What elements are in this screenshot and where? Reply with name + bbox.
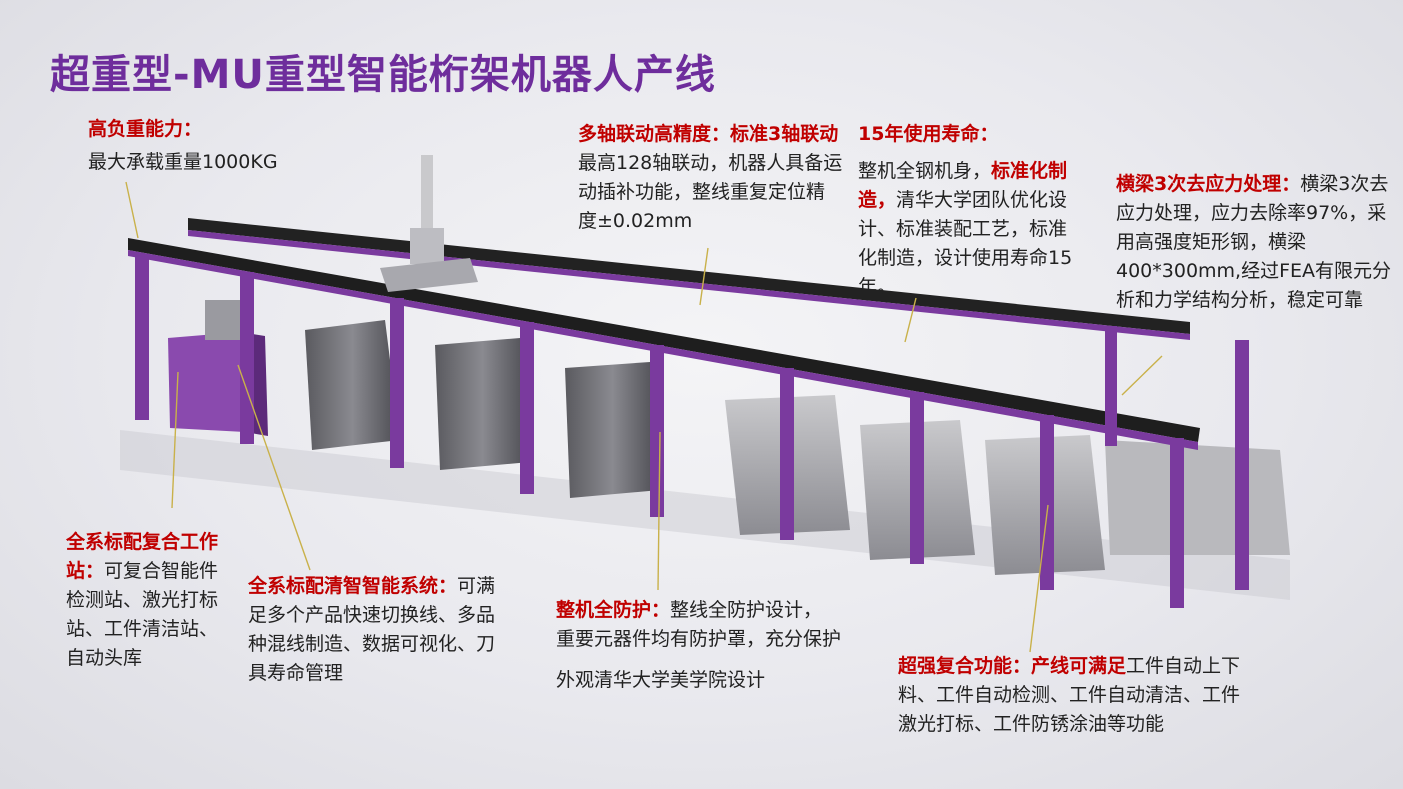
annotation-lifespan: 15年使用寿命： 整机全钢机身，标准化制造，清华大学团队优化设计、标准装配工艺，…: [858, 120, 1073, 302]
annotation-title: 15年使用寿命：: [858, 123, 999, 145]
annotation-heading: 全系标配清智智能系统：: [248, 575, 458, 597]
annotation-system: 全系标配清智智能系统：可满足多个产品快速切换线、多品种混线制造、数据可视化、刀具…: [248, 572, 503, 688]
annotation-beam: 横梁3次去应力处理：横梁3次去应力处理，应力去除率97%，采用高强度矩形钢，横梁…: [1116, 170, 1396, 315]
annotation-heading: 超强复合功能：产线可满足: [898, 655, 1127, 677]
annotation-composite: 超强复合功能：产线可满足工件自动上下料、工件自动检测、工件自动清洁、工件激光打标…: [898, 652, 1243, 739]
annotation-text: 整线全防护设计，重要元器件均有防护罩，充分保护: [556, 599, 842, 650]
cnc-machine: [305, 320, 660, 498]
annotation-lead: 整机全钢机身，: [858, 160, 992, 182]
page-title: 超重型-MU重型智能桁架机器人产线: [50, 52, 716, 98]
annotation-heading: 标准化制造，: [858, 160, 1068, 211]
annotation-text: 横梁3次去应力处理，应力去除率97%，采用高强度矩形钢，横梁400*300mm,…: [1116, 173, 1392, 311]
leader-lines: [125, 181, 1163, 653]
annotation-multi-axis: 多轴联动高精度：标准3轴联动最高128轴联动，机器人具备运动插补功能，整线重复定…: [578, 120, 843, 236]
annotation-text: 可复合智能件检测站、激光打标站、工件清洁站、自动头库: [66, 560, 219, 669]
annotation-load: 高负重能力： 最大承载重量1000KG: [88, 115, 348, 177]
protective-hood-machine: [725, 395, 1290, 575]
annotation-text: 最大承载重量1000KG: [88, 151, 278, 173]
annotation-heading: 横梁3次去应力处理：: [1116, 173, 1301, 195]
annotation-heading: 全系标配复合工作站：: [66, 531, 219, 582]
annotation-text: 可满足多个产品快速切换线、多品种混线制造、数据可视化、刀具寿命管理: [248, 575, 496, 684]
annotation-heading: 多轴联动高精度：标准3轴联动: [578, 123, 839, 145]
annotation-text: 最高128轴联动，机器人具备运动插补功能，整线重复定位精度±0.02mm: [578, 152, 843, 232]
robot-carriage: [380, 155, 478, 292]
annotation-protection: 整机全防护：整线全防护设计，重要元器件均有防护罩，充分保护 外观清华大学美学院设…: [556, 596, 841, 695]
annotation-extra: 外观清华大学美学院设计: [556, 669, 766, 691]
annotation-heading: 整机全防护：: [556, 599, 671, 621]
annotation-workstation: 全系标配复合工作站：可复合智能件检测站、激光打标站、工件清洁站、自动头库: [66, 528, 231, 673]
annotation-heading: 高负重能力：: [88, 118, 203, 140]
annotation-text: 清华大学团队优化设计、标准装配工艺，标准化制造，设计使用寿命15年。: [858, 189, 1073, 298]
annotation-text: 工件自动上下料、工件自动检测、工件自动清洁、工件激光打标、工件防锈涂油等功能: [898, 655, 1241, 735]
